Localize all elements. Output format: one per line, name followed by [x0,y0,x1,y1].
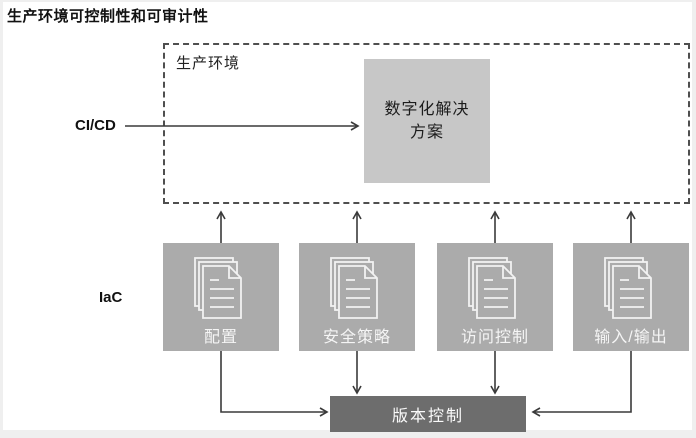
digital-solution-text: 数字化解决 方案 [384,98,469,144]
production-env-label: 生产环境 [176,55,241,72]
iac-label: IaC [99,289,123,306]
version-control-label: 版本控制 [391,408,464,425]
iac-box-label: 输入/输出 [594,329,668,346]
page-title: 生产环境可控制性和可审计性 [7,8,209,25]
iac-box-security-policy: 安全策略 [299,243,415,351]
iac-box-access-control: 访问控制 [437,243,553,351]
iac-box-input-output: 输入/输出 [573,243,689,351]
iac-box-label: 配置 [203,329,238,346]
digital-solution-box: 数字化解决 方案 [364,59,490,183]
documents-icon [466,257,524,321]
digital-solution-line1: 数字化解决 [384,100,470,118]
iac-box-label: 安全策略 [322,329,391,346]
documents-icon [602,257,660,321]
documents-icon [192,257,250,321]
cicd-label: CI/CD [75,117,116,134]
documents-icon [328,257,386,321]
iac-box-config: 配置 [163,243,279,351]
production-env-container: 生产环境 [163,43,690,204]
iac-box-label: 访问控制 [460,329,529,346]
digital-solution-line2: 方案 [409,124,444,141]
version-control-box: 版本控制 [330,396,526,432]
